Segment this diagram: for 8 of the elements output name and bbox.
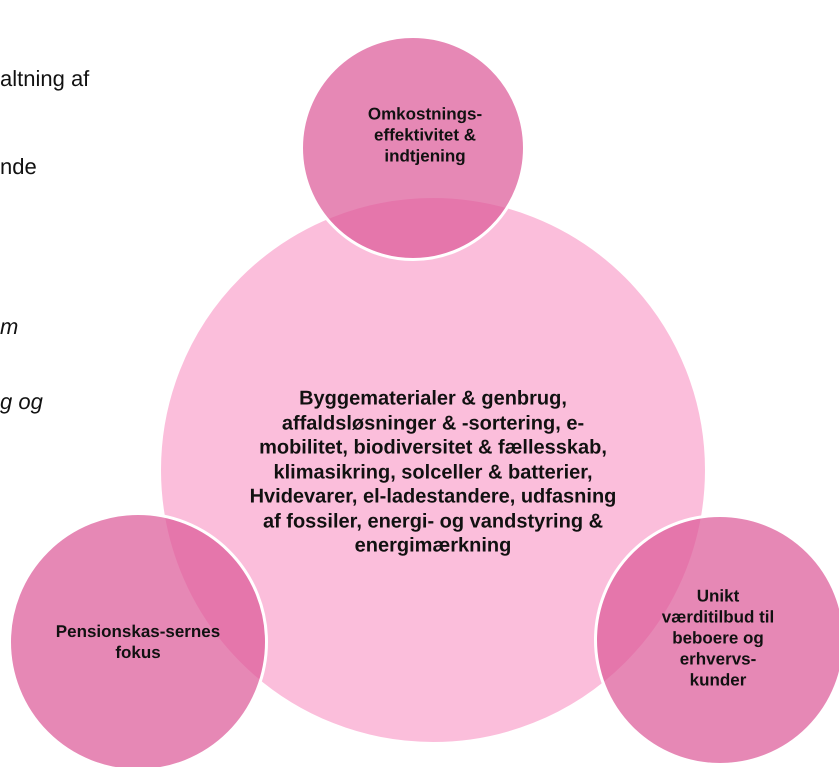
circle-text: Pensionskas-sernes fokus (54, 621, 222, 663)
circle-text: Byggematerialer & genbrug, affaldsløsninger & -sortering, e-mobilitet, biodiversitet & fællesskab, klimasikring, solceller & batterier, Hvidevarer, el-ladestandere, udfasning af fossiler, energi- og vandstyring & energimærkning (248, 386, 618, 558)
body-text: g og (0, 389, 43, 415)
body-text: m (0, 314, 18, 340)
body-text: altning af (0, 66, 90, 92)
body-text: nde (0, 154, 37, 180)
circle-text: Unikt værditilbud til beboere og erhvervs-kunder (660, 586, 776, 690)
circle-text: Omkostnings-effektivitet & indtjening (366, 104, 484, 166)
